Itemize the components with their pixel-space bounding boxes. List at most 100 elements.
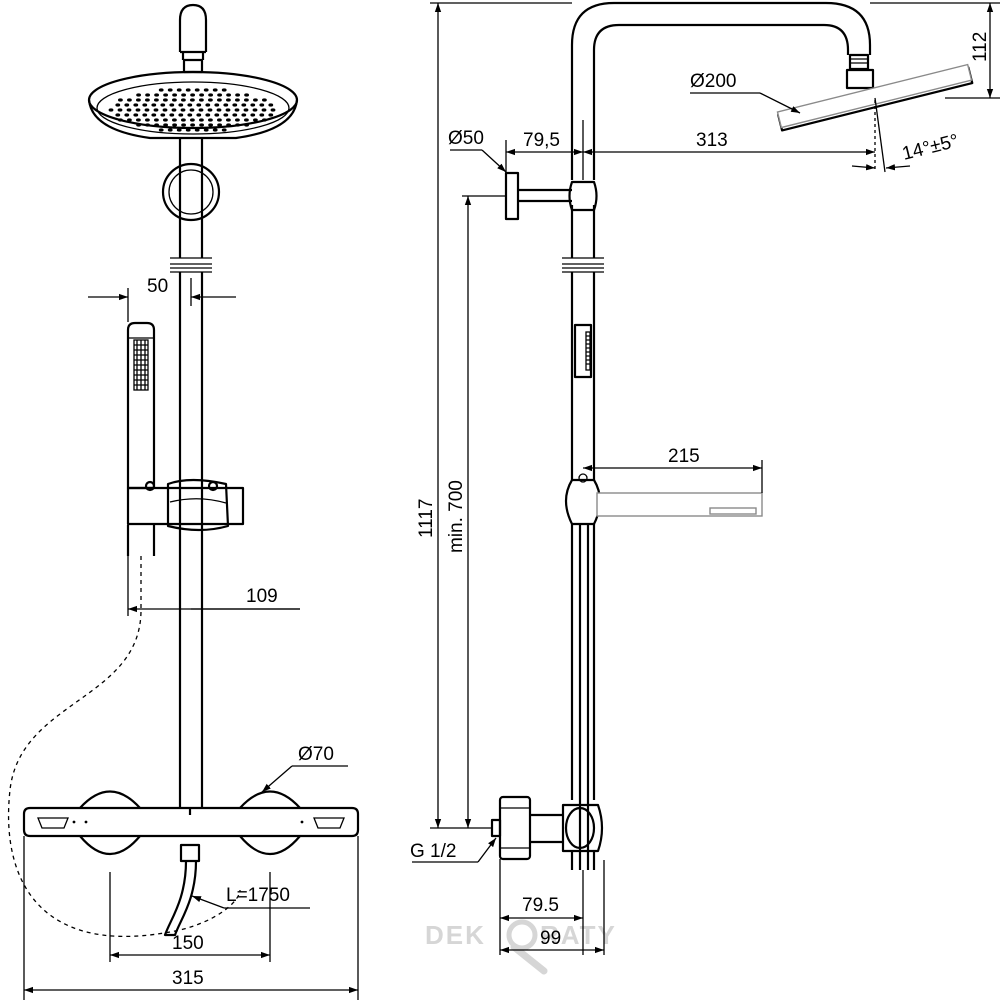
nozzle-dot — [250, 103, 256, 107]
front-wall-bracket — [161, 162, 221, 222]
nozzle-dot — [268, 103, 274, 107]
nozzle-dot — [181, 93, 187, 97]
nozzle-dot — [259, 113, 265, 117]
nozzle-dot — [241, 103, 247, 107]
dim-front-knob-diameter: Ø70 — [261, 744, 348, 793]
nozzle-dot — [160, 113, 166, 117]
nozzle-dot — [169, 103, 175, 107]
nozzle-dot — [216, 108, 222, 112]
nozzle-dot — [133, 103, 139, 107]
nozzle-dot — [226, 118, 231, 122]
nozzle-dot — [151, 113, 157, 117]
nozzle-dot — [223, 113, 229, 117]
nozzle-dot — [142, 103, 148, 107]
nozzle-dot — [187, 103, 193, 107]
dim-front-total-width: 315 — [23, 836, 359, 1000]
nozzle-dot — [208, 123, 214, 127]
nozzle-dot — [172, 118, 177, 122]
nozzle-dot — [244, 118, 249, 122]
nozzle-dot — [118, 98, 123, 102]
nozzle-dot — [145, 98, 150, 102]
dim-label-bracket: Ø50 — [448, 128, 484, 149]
nozzle-dot — [270, 108, 276, 112]
nozzle-dot — [250, 113, 256, 117]
nozzle-dot — [126, 108, 132, 112]
dim-side-bottom-offset: 79.5 — [499, 859, 584, 955]
nozzle-dot — [181, 123, 187, 127]
nozzle-dot — [208, 98, 213, 102]
nozzle-dot — [234, 108, 240, 112]
nozzle-dot — [232, 103, 238, 107]
dim-label-hose: L=1750 — [226, 885, 290, 906]
nozzle-dot — [196, 113, 202, 117]
nozzle-dot — [259, 103, 265, 107]
nozzle-dot — [158, 88, 164, 92]
nozzle-dot — [253, 118, 258, 122]
nozzle-dot — [205, 113, 211, 117]
nozzle-dot — [185, 88, 191, 92]
nozzle-dot — [136, 93, 142, 97]
nozzle-dot — [124, 103, 130, 107]
nozzle-dot — [232, 113, 238, 117]
nozzle-dot — [160, 103, 166, 107]
front-shower-arm — [178, 3, 208, 74]
nozzle-dot — [145, 118, 150, 122]
front-hand-shower — [126, 321, 156, 556]
nozzle-dot — [190, 93, 196, 97]
nozzle-dot — [154, 118, 159, 122]
nozzle-dot — [198, 108, 204, 112]
nozzle-dot — [196, 103, 202, 107]
nozzle-dot — [199, 98, 204, 102]
nozzle-dot — [145, 123, 151, 127]
nozzle-dot — [136, 123, 142, 127]
nozzle-dot — [203, 128, 209, 132]
nozzle-dot — [217, 123, 223, 127]
nozzle-dot — [203, 88, 209, 92]
nozzle-dot — [199, 118, 204, 122]
nozzle-dot — [199, 93, 205, 97]
nozzle-dot — [226, 93, 232, 97]
nozzle-dot — [190, 123, 196, 127]
nozzle-dot — [208, 118, 213, 122]
nozzle-dot — [176, 88, 182, 92]
nozzle-dot — [126, 98, 132, 102]
nozzle-dot — [208, 93, 214, 97]
dim-label-angle: 14°±5° — [900, 131, 961, 165]
nozzle-dot — [115, 113, 121, 117]
side-view: Ø200 112 Ø50 79,5 313 — [410, 1, 1000, 955]
dim-side-total-height: 1117 — [416, 2, 572, 829]
nozzle-dot — [180, 108, 186, 112]
nozzle-dot — [243, 108, 249, 112]
nozzle-dot — [158, 128, 164, 132]
nozzle-dot — [252, 108, 258, 112]
nozzle-dot — [144, 108, 150, 112]
nozzle-dot — [185, 128, 191, 132]
nozzle-dot — [172, 93, 178, 97]
watermark-logo-icon — [506, 919, 548, 975]
nozzle-dot — [207, 108, 213, 112]
front-view: 50 109 Ø70 L=1750 150 — [7, 3, 360, 1000]
front-hose — [7, 556, 241, 937]
nozzle-dot — [178, 103, 184, 107]
nozzle-dot — [205, 103, 211, 107]
nozzle-dot — [235, 93, 241, 97]
nozzle-pattern — [108, 88, 276, 132]
watermark-left-text: DEK — [425, 920, 486, 950]
nozzle-dot — [126, 118, 132, 122]
dim-side-min-height: min. 700 — [446, 195, 506, 828]
side-hand-shower-ghost — [596, 492, 763, 517]
nozzle-dot — [190, 118, 195, 122]
dim-side-overhead-diameter: Ø200 — [690, 71, 801, 114]
nozzle-dot — [194, 88, 200, 92]
dim-label-79-5-bottom: 79.5 — [522, 895, 559, 916]
front-overhead-shower — [87, 70, 299, 140]
nozzle-dot — [167, 128, 173, 132]
front-sliding-holder — [126, 478, 245, 532]
dim-front-rail-offset: 50 — [88, 276, 236, 322]
side-rail-and-arm — [570, 1, 875, 180]
dim-label-thread: G 1/2 — [410, 841, 456, 862]
dim-label-79-5-top: 79,5 — [523, 130, 560, 151]
side-outlet-elbow — [490, 795, 604, 870]
nozzle-dot — [244, 98, 249, 102]
